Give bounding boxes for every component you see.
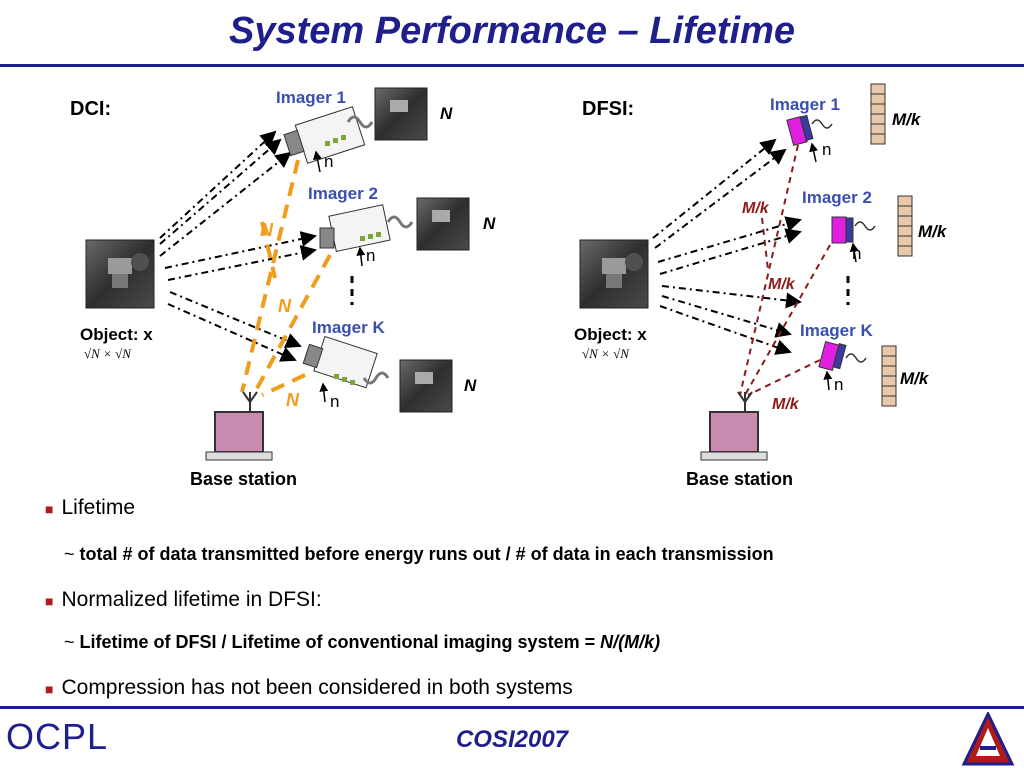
dfsi-imager-2-label: Imager 2 bbox=[802, 188, 872, 207]
bullet-square-icon: ■ bbox=[45, 593, 54, 609]
dci-image-k bbox=[399, 359, 453, 413]
dci-imager-2-input-label: n bbox=[366, 246, 376, 265]
dfsi-object-label: Object: x bbox=[574, 325, 647, 344]
dfsi-imager-k-data-label: M/k bbox=[900, 369, 929, 388]
dfsi-link-label-2: M/k bbox=[768, 276, 795, 293]
dci-object-size: √N × √N bbox=[84, 346, 131, 361]
dfsi-imager-1-label: Imager 1 bbox=[770, 95, 840, 114]
dci-imager-2-data-label: N bbox=[483, 214, 496, 233]
bullet-normalized-label: Normalized lifetime in DFSI: bbox=[61, 588, 322, 611]
footer-conference: COSI2007 bbox=[455, 726, 569, 753]
dfsi-link-label-1: M/k bbox=[742, 200, 769, 217]
dfsi-buffer-1 bbox=[870, 83, 886, 145]
dci-object-image bbox=[85, 239, 155, 309]
slide-title: System Performance – Lifetime bbox=[228, 10, 795, 52]
dfsi-diagram bbox=[579, 83, 913, 461]
bullet-lifetime-prefix: ~ bbox=[64, 544, 80, 564]
dci-imager-k-input-label: n bbox=[330, 392, 340, 411]
dci-imager-k-data-label: N bbox=[464, 376, 477, 395]
dfsi-base-station-label: Base station bbox=[686, 469, 794, 489]
dfsi-imager-2-data-label: M/k bbox=[918, 222, 947, 241]
dfsi-buffer-k bbox=[881, 345, 897, 407]
dci-link-label-1: N bbox=[260, 220, 273, 240]
dci-transmission-links bbox=[240, 159, 332, 397]
dci-image-2 bbox=[416, 197, 470, 251]
ocpl-logo: OCPL bbox=[6, 716, 109, 757]
dfsi-sensing-arrows bbox=[652, 138, 802, 355]
bullet-lifetime-label: Lifetime bbox=[61, 496, 135, 519]
dci-imager-2 bbox=[319, 204, 414, 267]
bullet-normalized: ■ Normalized lifetime in DFSI: bbox=[45, 588, 322, 612]
dfsi-buffer-2 bbox=[897, 195, 913, 257]
bullet-lifetime-detail-text: total # of data transmitted before energ… bbox=[79, 544, 774, 564]
dci-sensing-arrows bbox=[159, 130, 317, 362]
bullet-compression: ■ Compression has not been considered in … bbox=[45, 676, 573, 700]
dci-imager-k bbox=[302, 335, 390, 403]
dci-link-label-3: N bbox=[286, 390, 299, 410]
dci-diagram bbox=[85, 87, 470, 461]
dci-image-1 bbox=[374, 87, 428, 141]
dci-base-station bbox=[205, 391, 273, 461]
dfsi-imager-k-label: Imager K bbox=[800, 321, 873, 340]
dfsi-object-size: √N × √N bbox=[582, 346, 629, 361]
dfsi-imager-k bbox=[818, 341, 867, 391]
system-diagram bbox=[85, 83, 913, 461]
dfsi-transmission-links bbox=[739, 144, 831, 396]
bullet-lifetime: ■ Lifetime bbox=[45, 496, 135, 520]
bullet-lifetime-detail: ~ total # of data transmitted before ene… bbox=[64, 544, 774, 565]
dci-link-label-2: N bbox=[278, 296, 291, 316]
dci-section-label: DCI: bbox=[70, 98, 112, 120]
dci-imager-2-label: Imager 2 bbox=[308, 184, 378, 203]
dci-imager-k-label: Imager K bbox=[312, 318, 385, 337]
dci-imager-1-label: Imager 1 bbox=[276, 88, 346, 107]
bullet-square-icon: ■ bbox=[45, 681, 54, 697]
dfsi-section-label: DFSI: bbox=[582, 98, 635, 120]
dci-imager-1-input-label: n bbox=[324, 152, 334, 171]
bullet-normalized-detail-text: Lifetime of DFSI / Lifetime of conventio… bbox=[79, 632, 601, 652]
dfsi-imager-k-input-label: n bbox=[834, 375, 844, 394]
dci-imager-1-data-label: N bbox=[440, 104, 453, 123]
dfsi-imager-1 bbox=[786, 114, 833, 163]
bullet-normalized-prefix: ~ bbox=[64, 632, 80, 652]
bullet-square-icon: ■ bbox=[45, 501, 54, 517]
dci-object-label: Object: x bbox=[80, 325, 153, 344]
footer-divider bbox=[0, 706, 1024, 709]
dfsi-imager-2 bbox=[831, 216, 876, 263]
dfsi-imager-2-input-label: n bbox=[852, 244, 862, 263]
dfsi-object-image bbox=[579, 239, 649, 309]
dfsi-base-station bbox=[700, 391, 768, 461]
dfsi-link-label-3: M/k bbox=[772, 396, 799, 413]
university-logo-icon bbox=[961, 712, 1015, 766]
bullet-compression-label: Compression has not been considered in b… bbox=[61, 676, 573, 699]
dci-imager-1 bbox=[283, 106, 374, 173]
bullet-normalized-formula: N/(M/k) bbox=[600, 632, 661, 652]
dfsi-imager-1-data-label: M/k bbox=[892, 110, 921, 129]
dci-base-station-label: Base station bbox=[190, 469, 298, 489]
dfsi-imager-1-input-label: n bbox=[822, 140, 832, 159]
title-divider bbox=[0, 64, 1024, 67]
bullet-normalized-detail: ~ Lifetime of DFSI / Lifetime of convent… bbox=[64, 632, 660, 653]
